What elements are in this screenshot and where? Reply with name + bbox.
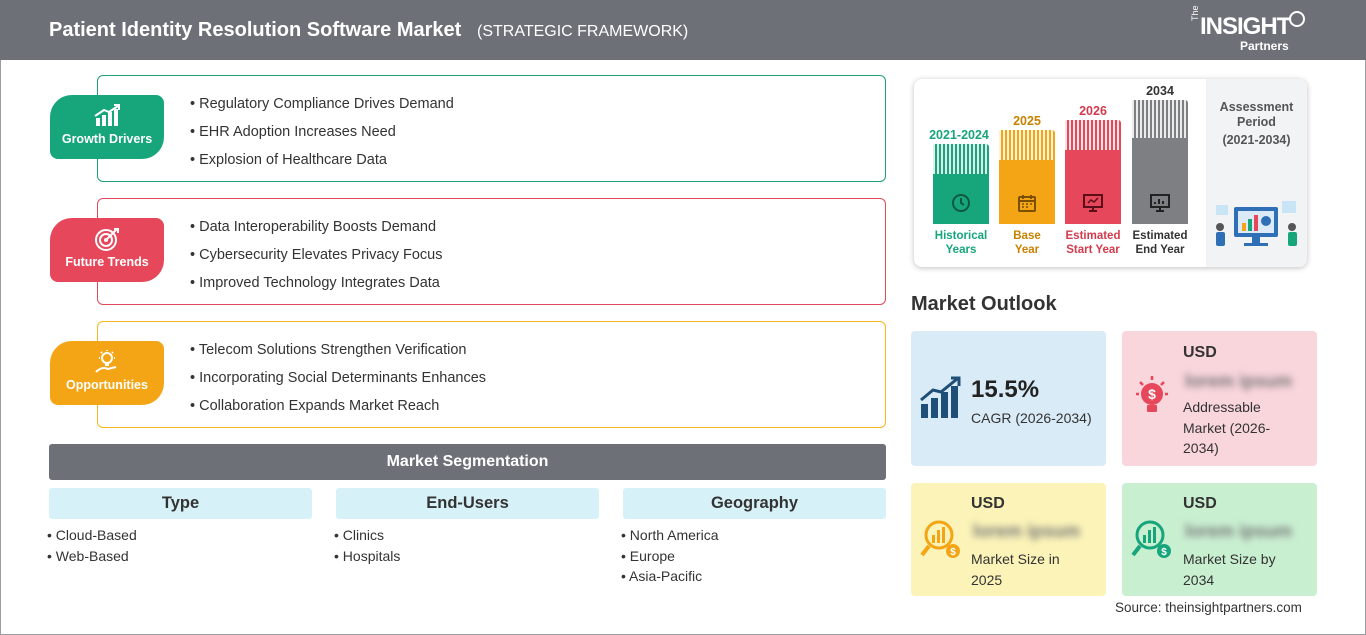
timeline-bar-base (999, 130, 1055, 224)
svg-text:$: $ (950, 547, 956, 558)
timeline-label-base-line2: Year (1014, 244, 1040, 256)
segment-heading-geography: Geography (623, 488, 886, 519)
list-item: Cloud-Based (47, 525, 137, 546)
timeline-label-start: Estimated (1065, 230, 1121, 242)
assessment-period-panel: Assessment Period (2021-2034) (1206, 79, 1307, 267)
timeline-bar-start (1065, 120, 1121, 224)
addressable-label: Addressable (1183, 399, 1261, 415)
list-item: Hospitals (334, 546, 401, 567)
growth-drivers-list: Regulatory Compliance Drives Demand EHR … (190, 94, 454, 178)
timeline-year-start: 2026 (1079, 104, 1107, 118)
timeline-label-historical: Historical (934, 230, 988, 242)
opportunities-label: Opportunities (66, 378, 148, 392)
future-trends-list: Data Interoperability Boosts Demand Cybe… (190, 217, 442, 301)
cagr-label: CAGR (2026-2034) (971, 410, 1092, 426)
market-size-2025-card: USD lorem ipsum $ Market Size in 2025 (911, 483, 1106, 596)
list-item: Improved Technology Integrates Data (190, 273, 442, 301)
market-outlook-title: Market Outlook (911, 293, 1057, 315)
size-2034-label-line2: 2034 (1183, 571, 1215, 588)
timeline-bar-end (1132, 100, 1188, 224)
svg-text:$: $ (1161, 547, 1167, 558)
list-item: Web-Based (47, 546, 137, 567)
addressable-label-line2: Market (2026- (1183, 419, 1271, 436)
svg-text:$: $ (1148, 386, 1156, 402)
monitor-chart-icon (1150, 194, 1170, 212)
timeline-label-base: Base (1013, 230, 1041, 242)
assessment-label-line2: Period (1237, 115, 1276, 129)
history-icon (952, 194, 970, 212)
insight-partners-logo[interactable]: The INSIGHT Partners (1190, 5, 1310, 53)
size-2025-currency: USD (971, 495, 1005, 512)
assessment-label: Assessment (1219, 100, 1294, 114)
magnifier-chart-icon: $ (920, 520, 960, 558)
growth-chart-icon (94, 104, 120, 126)
size-2034-value: lorem ipsum (1185, 521, 1293, 541)
logo-ring-icon (1289, 11, 1305, 27)
lightbulb-dollar-icon: $ (1136, 376, 1168, 412)
opportunities-list: Telecom Solutions Strengthen Verificatio… (190, 340, 486, 424)
magnifier-chart-icon: $ (1131, 520, 1171, 558)
segment-heading-end-users: End-Users (336, 488, 599, 519)
timeline-year-historical: 2021-2024 (929, 128, 989, 142)
list-item: Cybersecurity Elevates Privacy Focus (190, 245, 442, 273)
list-item: North America (621, 525, 719, 546)
growth-drivers-badge: Growth Drivers (50, 95, 164, 159)
future-trends-badge: Future Trends (50, 218, 164, 282)
list-item: Asia-Pacific (621, 566, 719, 587)
growth-chart-icon (920, 376, 961, 418)
opportunities-badge: Opportunities (50, 341, 164, 405)
size-2025-label: Market Size in (971, 551, 1060, 567)
size-2034-label: Market Size by (1183, 551, 1276, 567)
timeline-label-end: Estimated (1132, 230, 1188, 242)
timeline-label-end-line2: End Year (1135, 244, 1185, 256)
list-item: EHR Adoption Increases Need (190, 122, 454, 150)
list-item: Telecom Solutions Strengthen Verificatio… (190, 340, 486, 368)
market-segmentation-bar: Market Segmentation (49, 444, 886, 480)
page-title: Patient Identity Resolution Software Mar… (49, 19, 462, 41)
addressable-value: lorem ipsum (1185, 371, 1293, 391)
analyst-dashboard-icon (1216, 201, 1297, 246)
future-trends-box: Data Interoperability Boosts Demand Cybe… (97, 198, 886, 305)
list-item: Explosion of Healthcare Data (190, 150, 454, 178)
addressable-market-card: USD lorem ipsum $ Addressable Market (20… (1122, 331, 1317, 466)
size-2025-value: lorem ipsum (973, 521, 1081, 541)
calendar-icon (1018, 195, 1036, 212)
addressable-label-line3: 2034) (1183, 440, 1219, 456)
addressable-currency: USD (1183, 344, 1217, 361)
future-trends-label: Future Trends (65, 255, 149, 269)
market-size-2034-card: USD lorem ipsum $ Market Size by 2034 (1122, 483, 1317, 596)
segment-list-type: Cloud-Based Web-Based (47, 525, 137, 566)
list-item: Clinics (334, 525, 400, 546)
list-item: Collaboration Expands Market Reach (190, 396, 486, 424)
header-bar: Patient Identity Resolution Software Mar… (0, 0, 1366, 60)
segment-heading-type: Type (49, 488, 312, 519)
source-credit: Source: theinsightpartners.com (1115, 600, 1302, 615)
cagr-card: 15.5% CAGR (2026-2034) (911, 331, 1106, 466)
timeline-label-historical-line2: Years (945, 244, 977, 256)
list-item: Regulatory Compliance Drives Demand (190, 94, 454, 122)
segment-list-geography: North America Europe Asia-Pacific (621, 525, 719, 587)
opportunities-box: Telecom Solutions Strengthen Verificatio… (97, 321, 886, 428)
growth-drivers-label: Growth Drivers (61, 132, 153, 146)
list-item: Europe (621, 546, 719, 567)
lightbulb-hand-icon (95, 350, 117, 373)
size-2034-currency: USD (1183, 495, 1217, 512)
timeline-year-base: 2025 (1013, 114, 1041, 128)
segment-list-end-users: Clinics Hospitals (334, 525, 401, 567)
page-subtitle: (STRATEGIC FRAMEWORK) (477, 23, 689, 40)
timeline-label-start-line2: Start Year (1066, 244, 1120, 256)
timeline-year-end: 2034 (1146, 84, 1174, 98)
size-2025-label-line2: 2025 (971, 571, 1003, 588)
target-icon (95, 228, 119, 251)
assessment-period-range: (2021-2034) (1222, 133, 1291, 147)
list-item: Data Interoperability Boosts Demand (190, 217, 442, 245)
cagr-value: 15.5% (971, 376, 1040, 403)
list-item: Incorporating Social Determinants Enhanc… (190, 368, 486, 396)
timeline-bar-historical (933, 144, 989, 224)
growth-drivers-box: Regulatory Compliance Drives Demand EHR … (97, 75, 886, 182)
presentation-icon (1083, 194, 1103, 212)
